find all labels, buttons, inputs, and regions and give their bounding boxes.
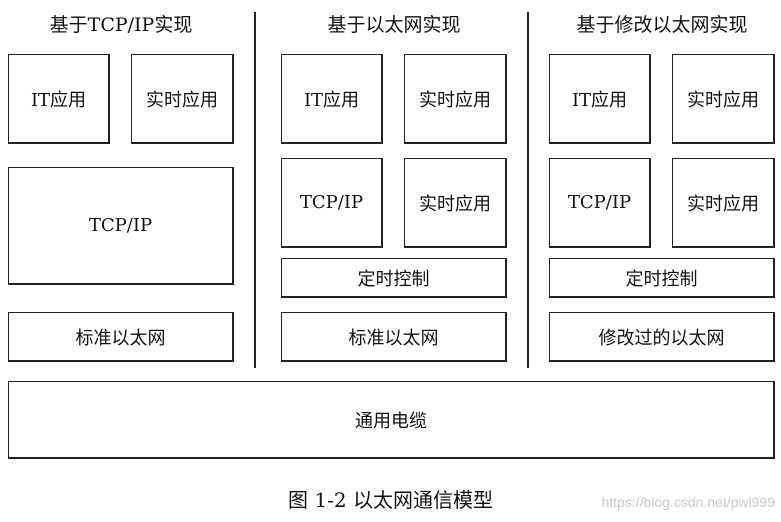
col2-timing-control-block: 定时控制	[281, 258, 507, 298]
figure-caption: 图 1-2 以太网通信模型	[288, 488, 493, 512]
block-label: 定时控制	[357, 268, 430, 290]
block-label: TCP/IP	[567, 192, 632, 213]
block-label: 实时应用	[146, 89, 218, 111]
col2-ethernet-block: 标准以太网	[281, 312, 507, 362]
block-label: IT应用	[303, 89, 360, 111]
block-label: 实时应用	[419, 193, 491, 215]
col1-it-app-block: IT应用	[8, 54, 110, 144]
block-label: 实时应用	[419, 89, 491, 111]
block-label: 标准以太网	[348, 327, 439, 349]
block-label: TCP/IP	[299, 192, 364, 213]
column-1-title: 基于TCP/IP实现	[49, 14, 193, 36]
block-label: 通用电缆	[355, 410, 427, 432]
col3-it-app-block: IT应用	[549, 54, 651, 144]
col1-tcpip-block: TCP/IP	[8, 167, 234, 285]
watermark: https://blog.csdn.net/pwl999	[601, 494, 775, 510]
block-label: 标准以太网	[75, 327, 166, 349]
column-3-title: 基于修改以太网实现	[576, 14, 748, 36]
block-label: IT应用	[30, 89, 87, 111]
column-2-title: 基于以太网实现	[327, 14, 461, 36]
block-label: IT应用	[571, 89, 628, 111]
general-cable-block: 通用电缆	[8, 381, 775, 459]
col2-tcpip-block: TCP/IP	[281, 158, 383, 248]
block-label: 定时控制	[625, 268, 698, 290]
col2-it-app-block: IT应用	[281, 54, 383, 144]
col2-realtime-app-mid-block: 实时应用	[404, 158, 507, 248]
block-label: 修改过的以太网	[598, 327, 725, 349]
col3-realtime-app-mid-block: 实时应用	[672, 158, 775, 248]
col2-realtime-app-top-block: 实时应用	[404, 54, 507, 144]
block-label: 实时应用	[687, 193, 759, 215]
column-divider-1	[254, 12, 256, 368]
col3-realtime-app-top-block: 实时应用	[672, 54, 775, 144]
col3-ethernet-block: 修改过的以太网	[549, 312, 775, 362]
column-divider-2	[527, 12, 529, 368]
col1-realtime-app-block: 实时应用	[131, 54, 234, 144]
col1-ethernet-block: 标准以太网	[8, 312, 234, 362]
col3-timing-control-block: 定时控制	[549, 258, 775, 298]
block-label: 实时应用	[687, 89, 759, 111]
block-label: TCP/IP	[88, 215, 153, 236]
col3-tcpip-block: TCP/IP	[549, 158, 651, 248]
